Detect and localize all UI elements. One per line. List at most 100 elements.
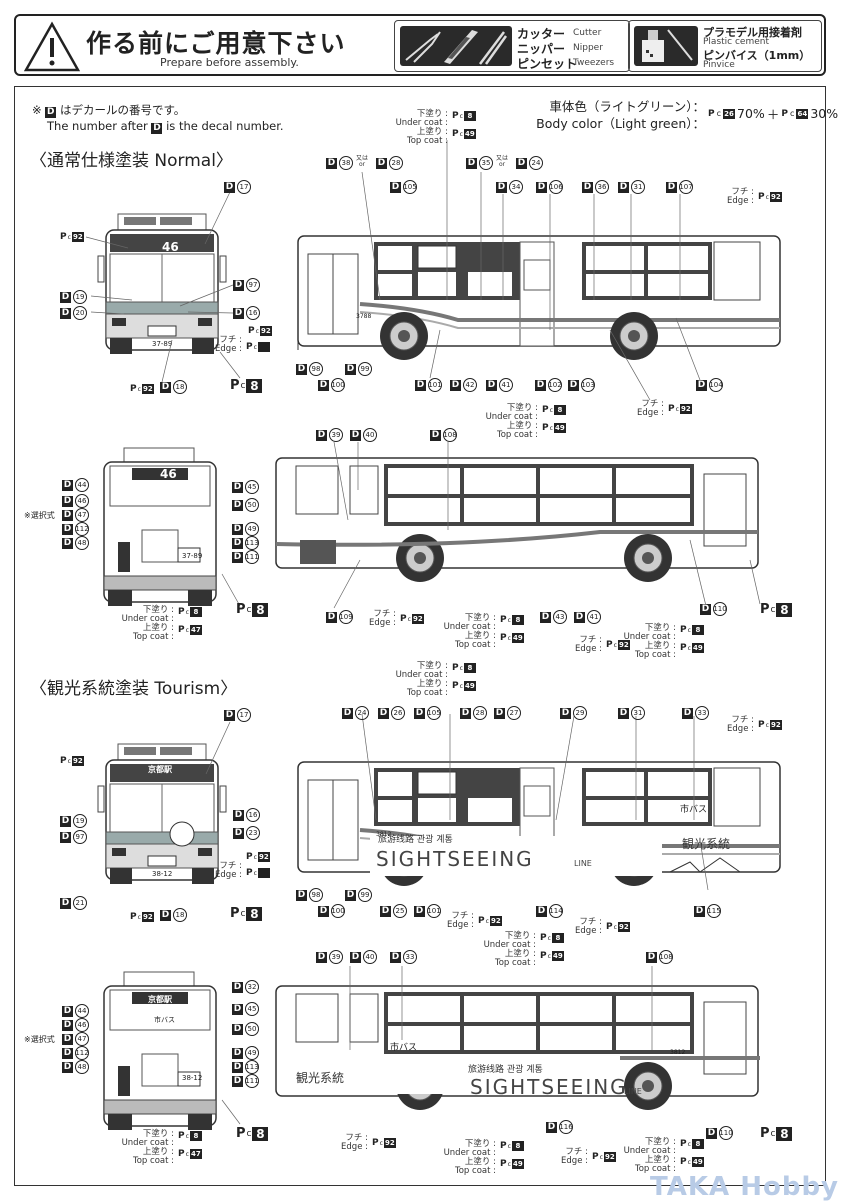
decal-number: 106 xyxy=(549,180,563,194)
decal-mark-icon: D xyxy=(618,707,629,719)
tourism-kanko-text: 観光系統 xyxy=(682,837,730,851)
decal-mark-icon: D xyxy=(546,1121,557,1133)
paint-number-badge: 92 xyxy=(71,232,84,242)
decal-number: 19 xyxy=(73,290,87,304)
decal-mark-icon: D xyxy=(160,381,171,393)
decal-mark-icon: D xyxy=(496,181,507,193)
decal-mark-icon: D xyxy=(536,181,547,193)
decal-number: 43 xyxy=(553,610,567,624)
paint-number-badge: 8 xyxy=(189,607,202,617)
decal-number: 48 xyxy=(75,1060,89,1074)
decal-note-en: The number after D is the decal number. xyxy=(47,119,284,134)
supply-pinvice-jp: ピンバイス（1mm） xyxy=(703,49,811,62)
normal-side-view-right xyxy=(276,458,758,582)
paint-number-badge: 92 xyxy=(617,640,630,650)
tourism-side-view-right: 市バス 観光系統 旅游线路 관광 계통 SIGHTSEEING LINE 381… xyxy=(276,986,760,1110)
decal-number: 34 xyxy=(509,180,523,194)
decal-mark-icon: D xyxy=(326,611,337,623)
edge-label: フチ :Edge : xyxy=(369,609,396,628)
decal-mark-icon: D xyxy=(232,551,243,563)
paint-number-badge: 8 xyxy=(511,1141,524,1151)
paint-number-badge: 92 xyxy=(617,922,630,932)
tourism-side2-citybus: 市バス xyxy=(390,1041,417,1053)
decal-number: 23 xyxy=(246,826,260,840)
leader-lines xyxy=(85,140,761,1125)
tool-nipper-en: Nipper xyxy=(573,43,603,53)
supplies-box: プラモデル用接着剤 Plastic cement ピンバイス（1mm） Pinv… xyxy=(628,20,822,72)
decal-number: 16 xyxy=(246,306,260,320)
normal-side-view-left: 3788 xyxy=(298,236,780,360)
decal-mark-icon: D xyxy=(151,123,163,134)
tweezers-icon xyxy=(479,31,508,65)
decal-number: 98 xyxy=(309,888,323,902)
decal-mark-icon: D xyxy=(62,523,73,535)
decal-mark-icon: D xyxy=(62,495,73,507)
decal-mark-icon: D xyxy=(516,157,527,169)
decal-number: 41 xyxy=(587,610,601,624)
decal-number: 31 xyxy=(631,180,645,194)
decal-mark-icon: D xyxy=(414,707,425,719)
paint-number-badge: 49 xyxy=(553,423,566,433)
decal-number: 17 xyxy=(237,180,251,194)
decal-mark-icon: D xyxy=(62,1061,73,1073)
paint-number-badge: 92 xyxy=(489,916,502,926)
decal-number: 116 xyxy=(559,1120,573,1134)
edge-label: フチ :Edge : xyxy=(341,1133,368,1152)
decal-number: 33 xyxy=(403,950,417,964)
decal-mark-icon: D xyxy=(486,379,497,391)
decal-mark-icon: D xyxy=(233,809,244,821)
tourism-rear-plate: 38-12 xyxy=(182,1074,202,1082)
paint-number-badge: 8 xyxy=(691,1139,704,1149)
paint-number-badge: 92 xyxy=(679,404,692,414)
decal-mark-icon: D xyxy=(62,1005,73,1017)
decal-number: 29 xyxy=(573,706,587,720)
decal-number: 16 xyxy=(246,808,260,822)
decal-number: 50 xyxy=(245,1022,259,1036)
decal-mark-icon: D xyxy=(232,499,243,511)
edge-label: フチ :Edge : xyxy=(727,187,754,206)
decal-number: 101 xyxy=(428,378,442,392)
supplies-image xyxy=(634,26,698,66)
instruction-frame xyxy=(14,86,826,1186)
paint-number-badge: 92 xyxy=(141,384,154,394)
body-color-jp: 車体色（ライトグリーン）： xyxy=(549,99,705,114)
decal-mark-icon: D xyxy=(536,905,547,917)
page-title: 作る前にご用意下さい xyxy=(86,29,346,58)
decal-mark-icon: D xyxy=(326,157,337,169)
decal-mark-icon: D xyxy=(415,379,426,391)
decal-number: 113 xyxy=(245,1060,259,1074)
decal-number: 45 xyxy=(245,480,259,494)
coat-label: 下塗り :Under coat :上塗り :Top coat : xyxy=(121,1129,174,1166)
paint-number-badge: 8 xyxy=(463,663,476,673)
decal-mark-icon: D xyxy=(233,279,244,291)
edge-label: フチ :Edge : xyxy=(561,1147,588,1166)
paint-number-badge: 92 xyxy=(257,852,270,862)
